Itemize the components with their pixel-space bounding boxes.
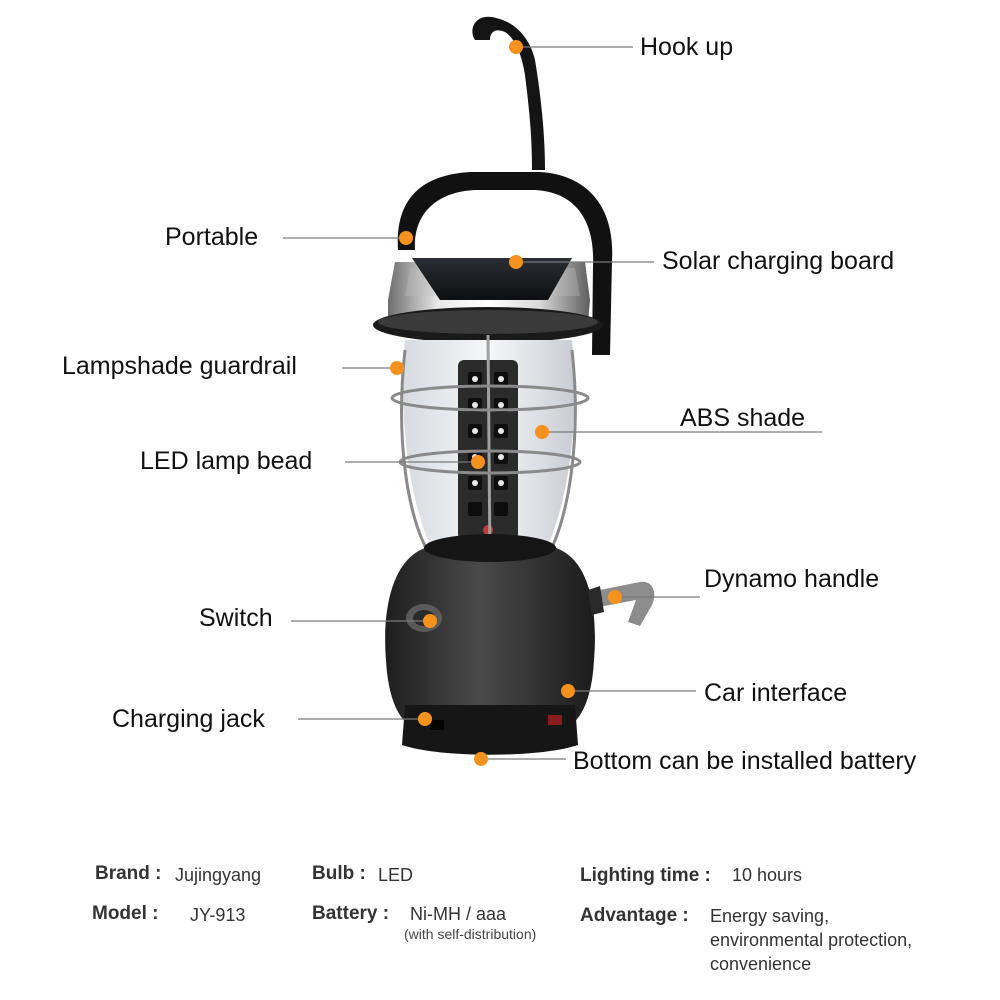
label-dynamo-handle: Dynamo handle: [704, 565, 880, 593]
carry-handle: [397, 172, 613, 355]
base-body: [385, 548, 595, 725]
label-led-lamp-bead: LED lamp bead: [140, 447, 313, 475]
callout-dot-abs: [535, 425, 549, 439]
callout-dot-guardrail: [390, 361, 404, 375]
advantage-key: Advantage :: [580, 905, 689, 926]
guardrail-wires: [390, 334, 590, 561]
lighting-time-key: Lighting time :: [580, 865, 711, 886]
label-portable: Portable: [165, 223, 259, 251]
solar-panel: [412, 258, 572, 300]
bulb-key: Bulb :: [312, 863, 366, 884]
brand-key: Brand :: [95, 863, 162, 884]
callout-dot-portable: [399, 231, 413, 245]
advantage-line-3: convenience: [710, 954, 812, 974]
callout-dot-led: [471, 455, 485, 469]
hook-part: [472, 16, 545, 170]
bulb-value: LED: [378, 865, 414, 885]
label-bottom-battery: Bottom can be installed battery: [573, 747, 917, 775]
label-lampshade-guardrail: Lampshade guardrail: [62, 352, 297, 380]
advantage-line-1: Energy saving,: [710, 906, 830, 926]
lighting-time-value: 10 hours: [732, 865, 803, 885]
callout-dot-dynamo: [608, 590, 622, 604]
label-switch: Switch: [199, 604, 273, 632]
callout-dot-bottom: [474, 752, 488, 766]
battery-note: (with self-distribution): [404, 926, 537, 942]
brand-value: Jujingyang: [175, 865, 262, 885]
battery-key: Battery :: [312, 903, 390, 924]
advantage-line-2: environmental protection,: [710, 930, 913, 950]
callout-dot-switch: [423, 614, 437, 628]
model-key: Model :: [92, 903, 159, 924]
callout-dot-hook: [509, 40, 523, 54]
battery-value: Ni-MH / aaa: [410, 904, 507, 924]
model-value: JY-913: [190, 905, 246, 925]
callout-dot-car: [561, 684, 575, 698]
callout-dot-solar: [509, 255, 523, 269]
label-solar-charging-board: Solar charging board: [662, 247, 895, 275]
callout-dot-jack: [418, 712, 432, 726]
label-hook-up: Hook up: [640, 33, 734, 61]
label-car-interface: Car interface: [704, 679, 848, 707]
dynamo-crank: [590, 581, 655, 626]
label-charging-jack: Charging jack: [112, 705, 265, 733]
label-abs-shade: ABS shade: [680, 404, 806, 432]
